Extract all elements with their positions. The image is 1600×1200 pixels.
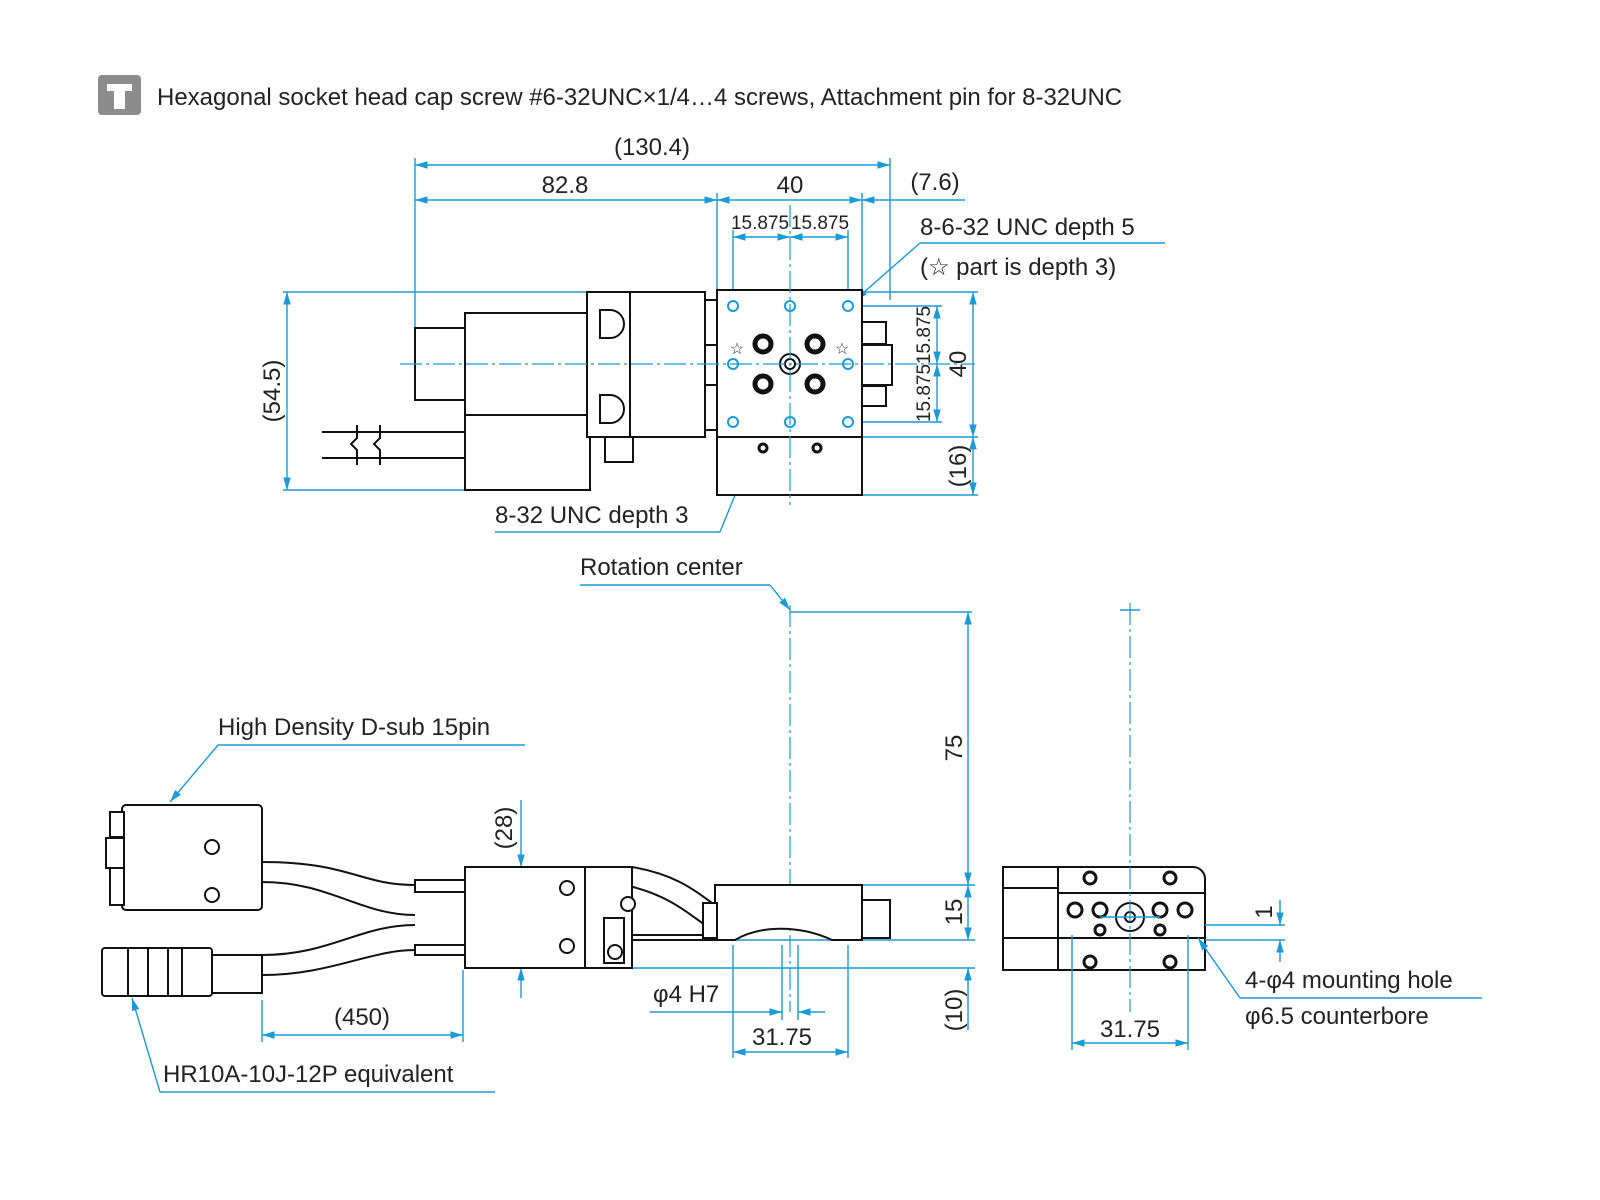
dim-10: (10) bbox=[941, 989, 968, 1032]
label-pin: φ4 H7 bbox=[653, 981, 719, 1008]
dim-stage: 40 bbox=[777, 172, 804, 199]
note-star: (☆ part is depth 3) bbox=[920, 254, 1116, 281]
note-tapped: 8-6-32 UNC depth 5 bbox=[920, 214, 1135, 241]
front-dim-31-75: 31.75 bbox=[1100, 1016, 1160, 1043]
top-dimensions bbox=[283, 158, 978, 496]
dim-28: (28) bbox=[491, 807, 518, 850]
dim-height: (54.5) bbox=[259, 360, 286, 423]
top-body bbox=[322, 289, 893, 496]
label-rotation-center: Rotation center bbox=[580, 554, 743, 581]
dim-overall: (130.4) bbox=[614, 134, 690, 161]
dim-31-75: 31.75 bbox=[752, 1024, 812, 1051]
star-icon: ☆ bbox=[835, 341, 849, 358]
dim-base-h: (16) bbox=[945, 445, 972, 488]
dim-pitch-b: 15.875 bbox=[791, 213, 849, 234]
side-view: Rotation center 75 15 (10) (28) (450) 31… bbox=[101, 554, 975, 1093]
note-counterbore: φ6.5 counterbore bbox=[1245, 1003, 1429, 1030]
dim-offset: (7.6) bbox=[910, 169, 959, 196]
dim-pitch-a: 15.875 bbox=[731, 213, 789, 234]
screw-icon bbox=[98, 75, 141, 115]
header: Hexagonal socket head cap screw #6-32UNC… bbox=[98, 75, 1122, 115]
dim-left: 82.8 bbox=[542, 172, 589, 199]
note-center-tap: 8-32 UNC depth 3 bbox=[495, 502, 688, 529]
star-icon: ☆ bbox=[730, 341, 744, 358]
dim-pitch-v-b: 15.875 bbox=[914, 364, 935, 422]
dim-pitch-v-a: 15.875 bbox=[914, 306, 935, 364]
front-dim-1: 1 bbox=[1251, 905, 1278, 918]
note-mounting-hole: 4-φ4 mounting hole bbox=[1245, 967, 1453, 994]
label-hr10: HR10A-10J-12P equivalent bbox=[163, 1061, 454, 1088]
dim-75: 75 bbox=[941, 735, 968, 762]
front-view: 31.75 1 4-φ4 mounting hole φ6.5 counterb… bbox=[1002, 603, 1482, 1050]
label-dsub: High Density D-sub 15pin bbox=[218, 714, 490, 741]
side-body bbox=[101, 804, 891, 997]
front-body bbox=[1002, 866, 1206, 971]
top-view: (130.4) 82.8 40 (7.6) 15.875 15.875 (54.… bbox=[259, 134, 1165, 533]
header-title: Hexagonal socket head cap screw #6-32UNC… bbox=[157, 84, 1122, 111]
dim-15: 15 bbox=[941, 899, 968, 926]
dim-450: (450) bbox=[334, 1004, 390, 1031]
